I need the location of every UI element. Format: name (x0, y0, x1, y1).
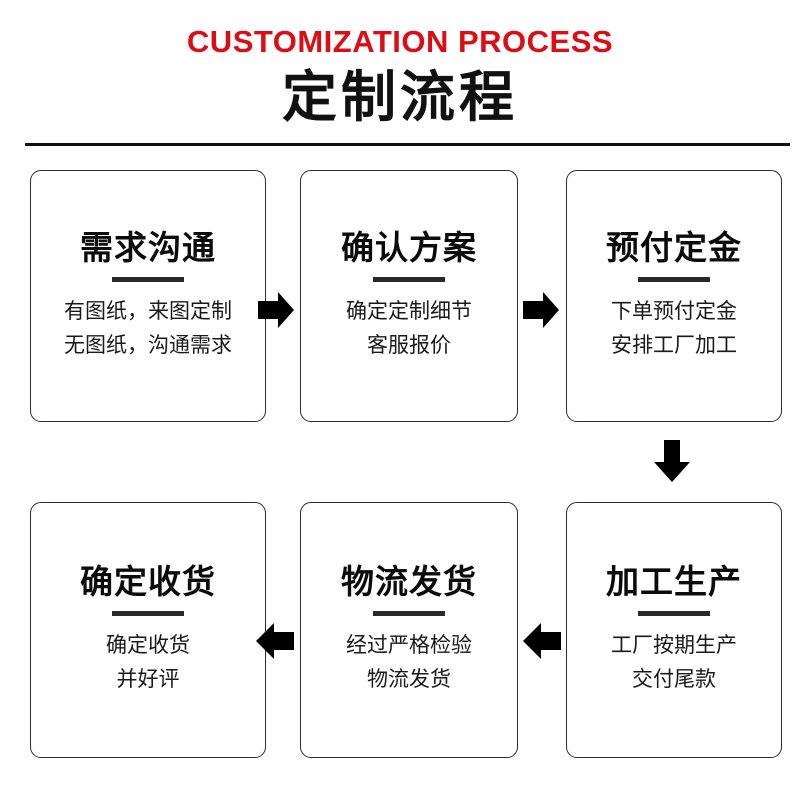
header-english-title: CUSTOMIZATION PROCESS (186, 24, 614, 59)
arrow-right-icon (523, 290, 559, 330)
process-step-5[interactable]: 物流发货 经过严格检验 物流发货 (300, 502, 518, 758)
process-step-6[interactable]: 确定收货 确定收货 并好评 (30, 502, 266, 758)
step-detail-line: 并好评 (116, 666, 180, 691)
step-title-underline (638, 276, 710, 282)
header-divider-rule (25, 143, 790, 146)
step-title-underline (373, 276, 445, 282)
process-step-3[interactable]: 预付定金 下单预付定金 安排工厂加工 (566, 170, 782, 422)
step-detail-line: 有图纸，来图定制 (64, 298, 232, 323)
step-detail-line: 物流发货 (367, 666, 451, 691)
step-detail-line: 交付尾款 (632, 666, 716, 691)
step-detail-line: 确定定制细节 (346, 298, 472, 323)
step-title: 确定收货 (80, 562, 216, 602)
process-step-2[interactable]: 确认方案 确定定制细节 客服报价 (300, 170, 518, 422)
step-detail-line: 无图纸，沟通需求 (64, 332, 232, 357)
arrow-left-icon (523, 620, 561, 662)
step-title-underline (638, 610, 710, 616)
header-chinese-title: 定制流程 (281, 64, 518, 129)
step-detail-line: 安排工厂加工 (611, 332, 737, 357)
step-detail-line: 确定收货 (106, 632, 190, 657)
step-title-underline (112, 610, 184, 616)
page-header: CUSTOMIZATION PROCESS 定制流程 (0, 0, 800, 146)
step-title: 需求沟通 (80, 228, 216, 268)
step-detail-line: 经过严格检验 (346, 632, 472, 657)
process-step-1[interactable]: 需求沟通 有图纸，来图定制 无图纸，沟通需求 (30, 170, 266, 422)
step-title: 预付定金 (606, 228, 742, 268)
step-title: 加工生产 (606, 562, 742, 602)
step-title: 确认方案 (341, 228, 477, 268)
step-detail-line: 下单预付定金 (611, 298, 737, 323)
step-title-underline (112, 276, 184, 282)
step-title-underline (373, 610, 445, 616)
step-detail-line: 客服报价 (367, 332, 451, 357)
process-step-4[interactable]: 加工生产 工厂按期生产 交付尾款 (566, 502, 782, 758)
step-title: 物流发货 (341, 562, 477, 602)
step-detail-line: 工厂按期生产 (611, 632, 737, 657)
arrow-left-icon (256, 620, 294, 662)
arrow-down-icon (652, 440, 692, 484)
arrow-right-icon (258, 290, 294, 330)
